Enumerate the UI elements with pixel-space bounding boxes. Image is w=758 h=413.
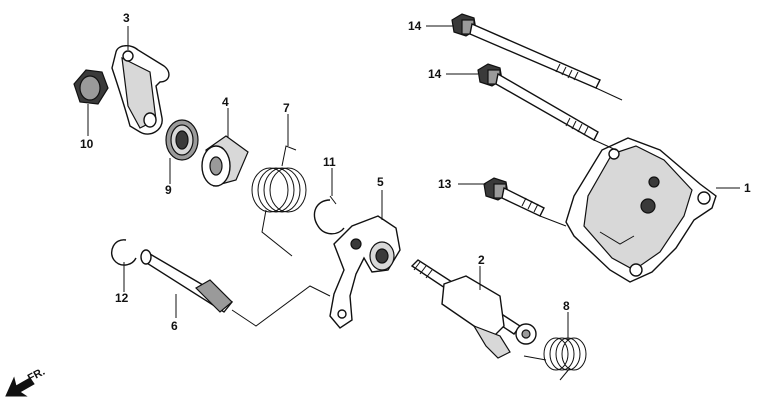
callout-5: 5: [377, 175, 384, 189]
front-direction-indicator: FR.: [5, 366, 47, 397]
spring-part-7[interactable]: [251, 145, 307, 257]
callout-12: 12: [115, 291, 129, 305]
circlip-part-12[interactable]: [110, 239, 137, 266]
front-direction-label: FR.: [26, 366, 47, 385]
arrow-down-left-icon: [5, 376, 35, 397]
bolt-14-upper[interactable]: [451, 13, 601, 89]
callout-11: 11: [323, 155, 336, 169]
callout-8: 8: [563, 299, 570, 313]
callout-14-lower: 14: [428, 67, 442, 81]
collar-part-4[interactable]: [201, 135, 249, 187]
arm-part-5[interactable]: [329, 215, 401, 329]
bolt-13[interactable]: [483, 177, 545, 217]
plate-part-3[interactable]: [111, 45, 170, 135]
callout-3: 3: [123, 11, 130, 25]
callout-1: 1: [744, 181, 751, 195]
bearing-part-9[interactable]: [165, 119, 199, 161]
callout-10: 10: [80, 137, 94, 151]
callout-14-upper: 14: [408, 19, 422, 33]
callout-2: 2: [478, 253, 485, 267]
pin-part-6[interactable]: [140, 249, 234, 313]
callout-9: 9: [165, 183, 172, 197]
callout-6: 6: [171, 319, 178, 333]
spring-part-8[interactable]: [523, 337, 587, 381]
callout-4: 4: [222, 95, 229, 109]
nut-part-10[interactable]: [73, 69, 109, 105]
cover-part-1[interactable]: [565, 137, 717, 283]
leader-lines: [87, 25, 740, 340]
circlip-part-11[interactable]: [313, 195, 345, 235]
callout-13: 13: [438, 177, 452, 191]
callout-7: 7: [283, 101, 290, 115]
bolt-14-lower[interactable]: [477, 63, 599, 141]
shaft-part-2[interactable]: [410, 259, 537, 359]
